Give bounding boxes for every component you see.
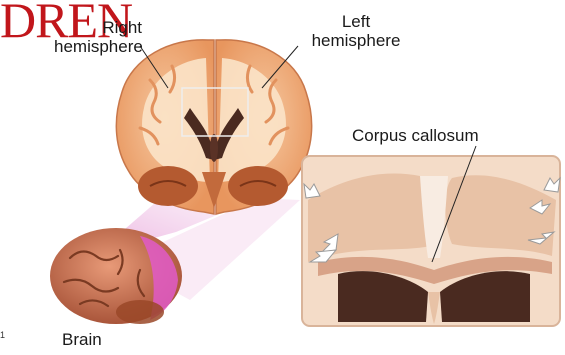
coronal-section xyxy=(116,40,311,214)
callout-panel xyxy=(302,146,560,326)
whole-brain-illustration xyxy=(50,228,182,324)
edge-mark: 1 xyxy=(0,330,5,340)
label-brain: Brain xyxy=(62,330,102,349)
label-corpus-callosum: Corpus callosum xyxy=(352,126,479,145)
label-left-hemisphere: Left hemisphere xyxy=(296,12,416,50)
label-right-hemisphere: Right hemisphere xyxy=(54,18,142,56)
